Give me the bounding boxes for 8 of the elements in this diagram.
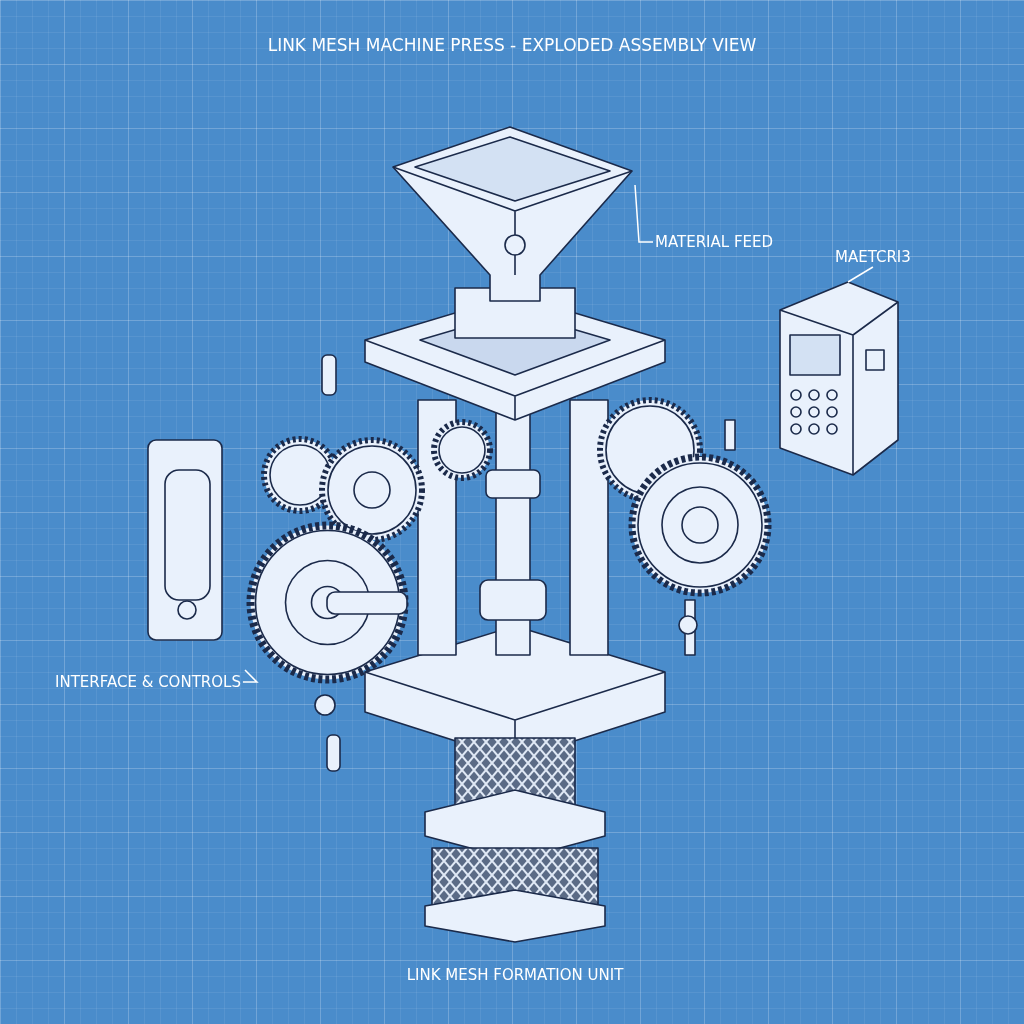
leader-line: [242, 669, 259, 683]
callout-label: INTERFACE & CONTROLS: [55, 673, 241, 691]
leader-line: [847, 266, 874, 283]
leader-line: [634, 184, 654, 243]
callout-label: MAETCRI3: [835, 248, 911, 266]
callout-label: MATERIAL FEED: [655, 233, 774, 251]
part-label: LINK MESH FORMATION UNIT: [406, 966, 624, 984]
diagram-title: LINK MESH MACHINE PRESS - EXPLODED ASSEMBLY VIEW: [266, 36, 758, 54]
